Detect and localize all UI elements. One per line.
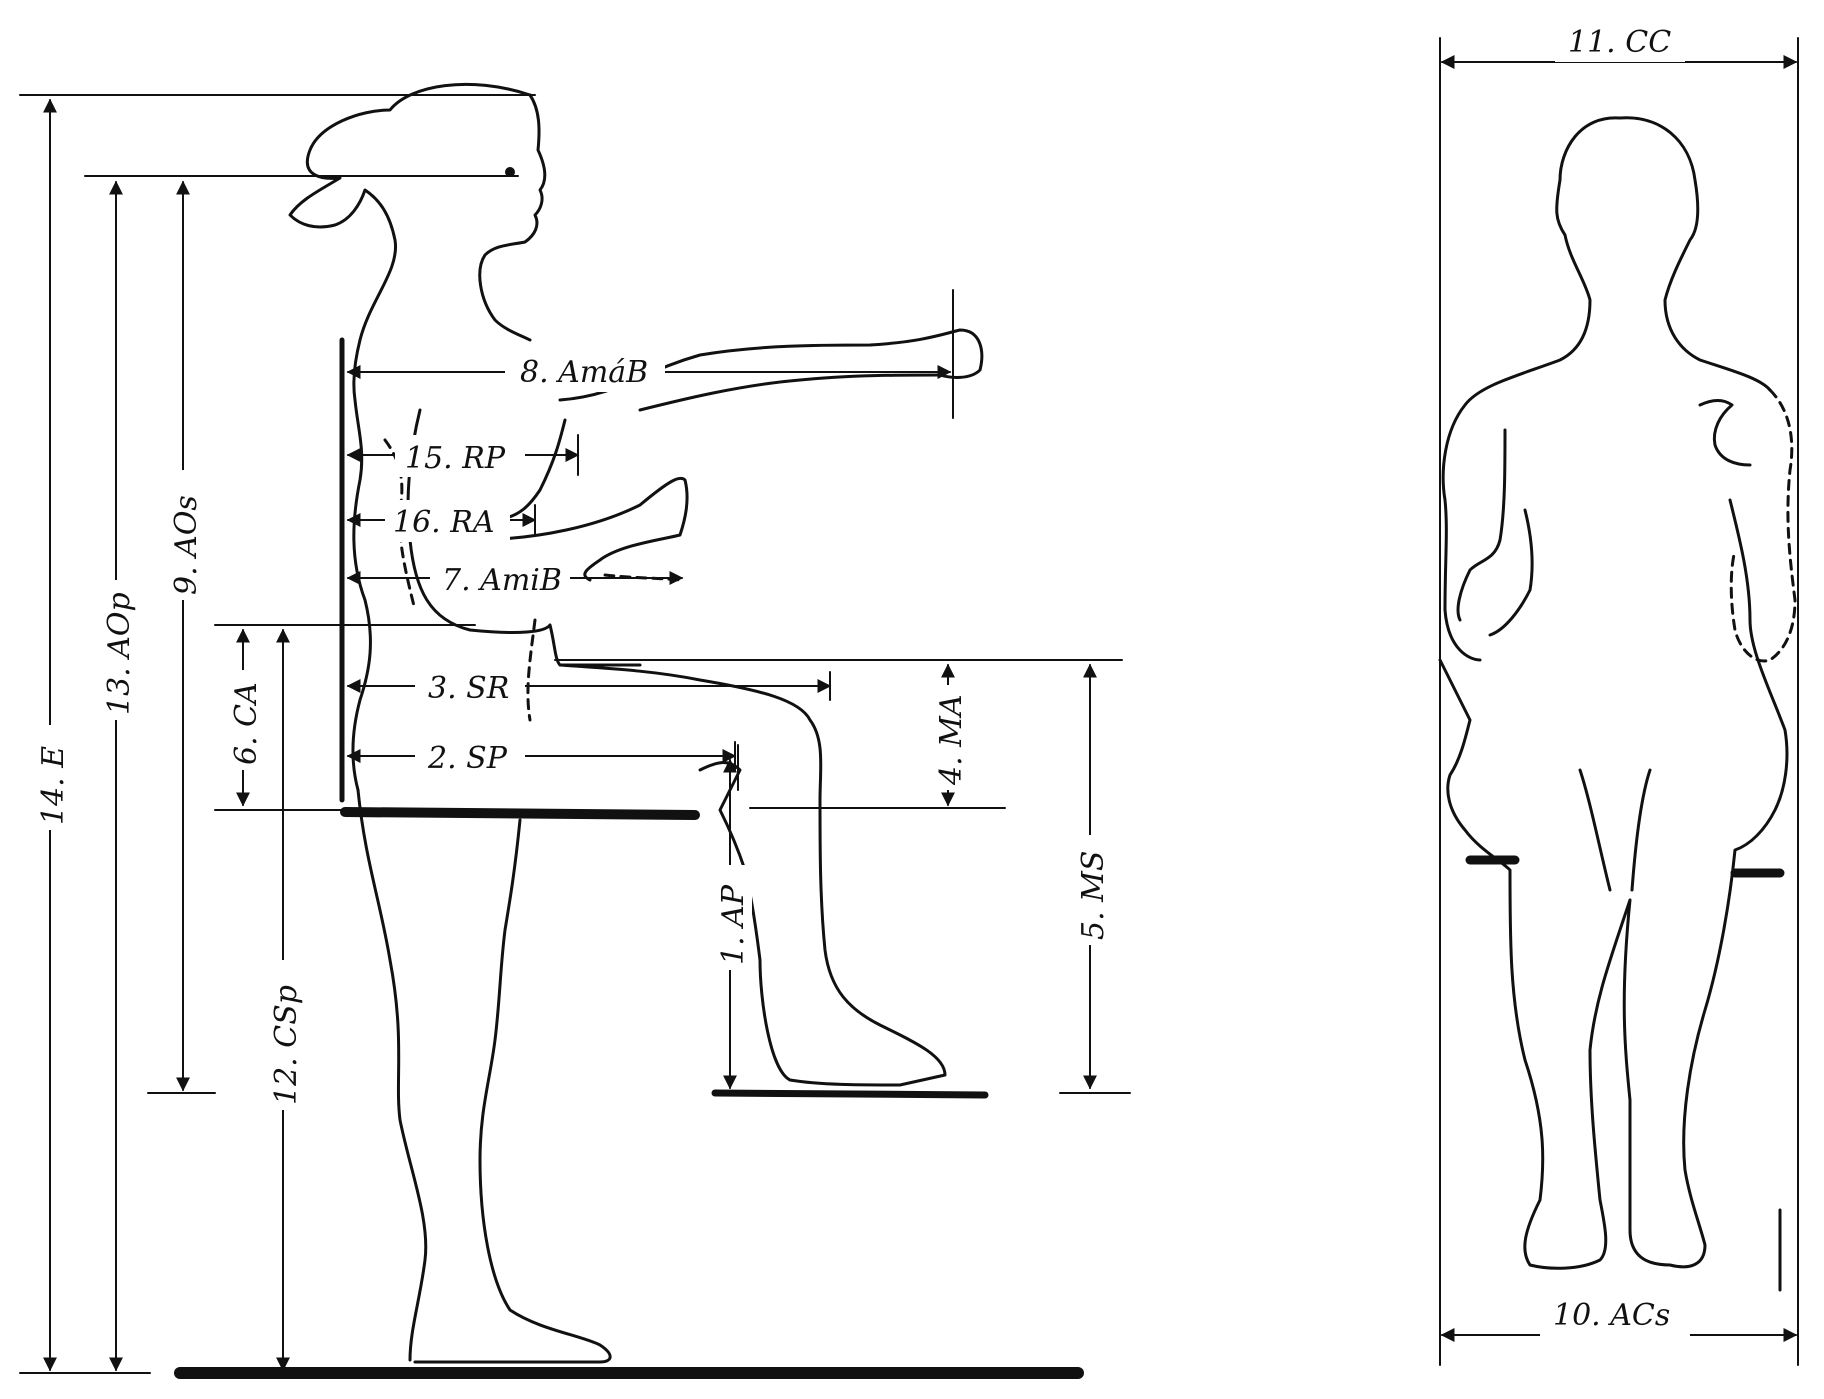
label-16: 16. RA: [393, 505, 495, 540]
head-outline: [288, 82, 532, 342]
seat-surface: [340, 807, 700, 820]
front-view-frame: [1439, 37, 1799, 1366]
front-right-arm-dashed: [1729, 388, 1797, 663]
label-9: 9. AOs: [169, 495, 204, 595]
label-3: 3. SR: [428, 671, 509, 706]
front-view-figure: [1438, 116, 1797, 1270]
front-left-arm: [1456, 428, 1534, 637]
furniture: [174, 337, 1084, 1379]
label-14: 14. E: [36, 746, 71, 825]
label-13: 13. AOp: [102, 592, 137, 715]
reference-lines: [19, 94, 1131, 1374]
side-view-labels: 8. AmáB 15. RP 16. RA 7. AmiB 3. SR 2. S…: [30, 350, 1112, 1110]
label-2: 2. SP: [427, 741, 508, 776]
face-profile: [478, 93, 547, 342]
label-10: 10. ACs: [1553, 1298, 1670, 1333]
label-11: 11. CC: [1568, 25, 1671, 60]
torso-back: [351, 338, 372, 792]
label-6: 6. CA: [229, 682, 264, 765]
standing-leg-back: [356, 788, 428, 1362]
standing-leg-front: [413, 818, 612, 1364]
front-view-labels: 11. CC 10. ACs: [1540, 22, 1690, 1336]
label-5: 5. MS: [1076, 851, 1111, 940]
label-8: 8. AmáB: [520, 355, 648, 390]
front-right-hand: [1698, 399, 1752, 467]
side-view-figure: [288, 82, 984, 1364]
vertical-dimensions-seated: [723, 663, 1097, 1090]
forearm-bent: [468, 418, 689, 582]
footrest-surface: [711, 1089, 989, 1099]
lower-leg-seated: [743, 798, 947, 1087]
label-12: 12. CSp: [269, 985, 304, 1105]
outstretched-arm: [558, 328, 984, 412]
label-1: 1. AP: [716, 884, 751, 965]
label-7: 7. AmiB: [442, 563, 562, 598]
label-4: 4. MA: [934, 694, 969, 786]
label-15: 15. RP: [405, 441, 506, 476]
front-body-outline: [1438, 116, 1789, 1270]
dashed-leg-outline: [526, 618, 537, 722]
